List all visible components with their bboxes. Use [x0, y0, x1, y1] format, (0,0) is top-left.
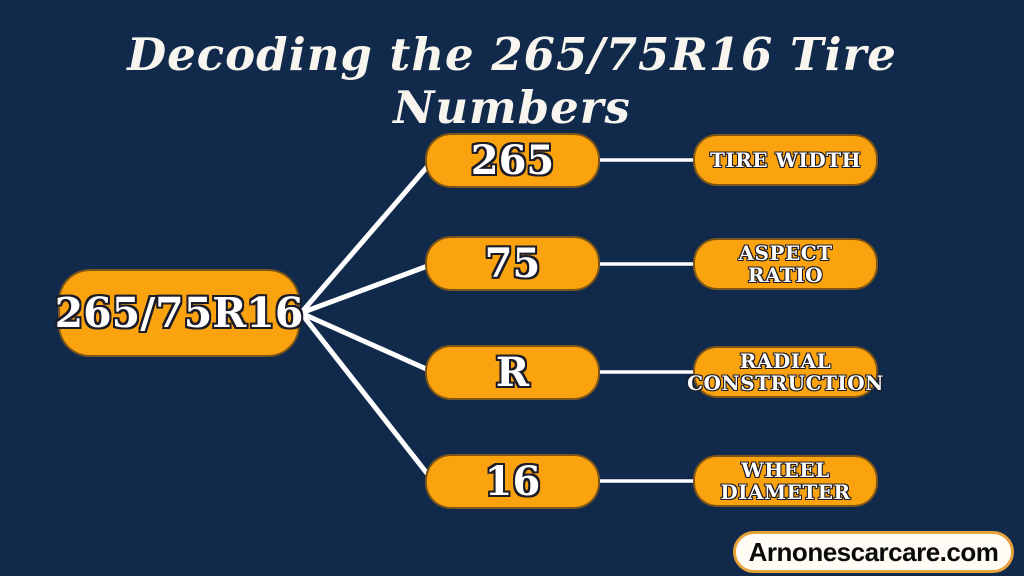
- meaning-box-tire-width: TIRE WIDTH: [693, 134, 878, 186]
- meaning-label: RADIAL CONSTRUCTION: [687, 349, 884, 395]
- meaning-box-wheel-diameter: WHEEL DIAMETER: [693, 455, 878, 507]
- page-title: Decoding the 265/75R16 Tire Numbers: [127, 28, 897, 134]
- meaning-box-aspect-ratio: ASPECT RATIO: [693, 238, 878, 290]
- code-box-16: 16: [425, 454, 600, 509]
- code-box-75: 75: [425, 236, 600, 291]
- tire-code-source-label: 265/75R16: [54, 289, 304, 337]
- row-lines: [596, 158, 698, 483]
- code-label: 265: [470, 137, 555, 184]
- code-box-r: R: [425, 345, 600, 400]
- code-label: R: [495, 349, 530, 396]
- tire-code-source-box: 265/75R16: [55, 269, 303, 357]
- meaning-label: TIRE WIDTH: [709, 148, 861, 172]
- meaning-label: ASPECT RATIO: [738, 241, 833, 287]
- fan-lines: [298, 157, 436, 484]
- brand-badge-label: Arnonescarcare.com: [748, 536, 999, 567]
- brand-badge: Arnonescarcare.com: [733, 531, 1014, 573]
- meaning-label: WHEEL DIAMETER: [720, 458, 851, 504]
- meaning-box-radial-construction: RADIAL CONSTRUCTION: [687, 346, 883, 398]
- code-box-265: 265: [425, 133, 600, 188]
- code-label: 75: [484, 240, 541, 287]
- code-label: 16: [484, 458, 541, 505]
